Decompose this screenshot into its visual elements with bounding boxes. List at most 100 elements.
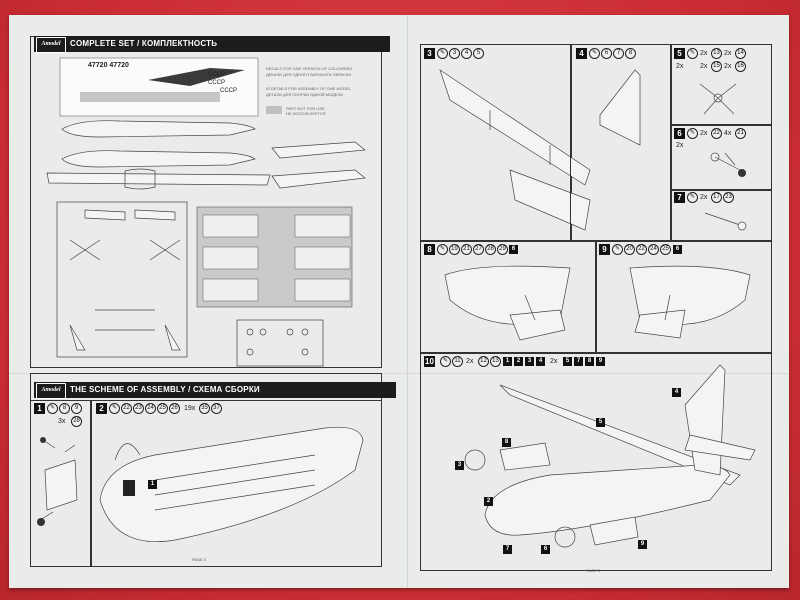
step-9-drawing [629,265,751,339]
step-10-aircraft-drawing [464,364,756,548]
step-7-c: 23 [723,192,734,203]
step-5-l1-a: 2x [700,50,708,57]
step-6-box [670,124,772,191]
step-1-number: 1 [34,403,45,414]
step-1-part-b: 9 [71,403,82,414]
step-5-l2-c: 15 [711,61,722,72]
step-1-qty: 3x [58,418,66,425]
clear-sprue [236,319,324,367]
assembly-title: THE SCHEME OF ASSEMBLY / СХЕМА СБОРКИ [70,385,260,394]
glue-icon-3: ✎ [437,48,448,59]
brand-name: Amodel [41,41,61,47]
step-10-box-4: 4 [536,357,545,366]
step-7-b: 17 [711,192,722,203]
step-7-drawing [704,212,747,231]
step-1-part-a: 8 [59,403,70,414]
step-2-part-a: 22 [121,403,132,414]
legend-line-1: DECALS FOR ONE VERSION OF COLOURING [266,66,353,71]
step-4-box [570,44,672,242]
legend-line-5: PART NOT FOR USE [286,106,325,111]
step-10-qty-b: 2x [550,358,558,365]
step-10-box-5: 5 [563,357,572,366]
step-3-number: 3 [424,48,435,59]
step-5-propeller-drawing [699,83,737,115]
legend-line-6: НЕ ИСПОЛЬЗУЕТСЯ [286,111,326,116]
assembly-header: THE SCHEME OF ASSEMBLY / СХЕМА СБОРКИ [34,382,396,398]
step-10-box [420,352,772,571]
glue-icon-7: ✎ [687,192,698,203]
center-fold [407,15,409,588]
glue-icon-5: ✎ [687,48,698,59]
legend-grey-swatch [266,106,282,114]
step-3-box [420,44,572,242]
step-10-callout-3: 2 [484,497,493,506]
page-2-label: PAGE 2 [192,557,207,562]
legend-line-4: ДЕТАЛИ ДЛЯ СБОРКИ ОДНОЙ МОДЕЛИ [266,92,343,97]
step-6-l1-a: 2x [700,130,708,137]
step-9-part-b: 22 [636,244,647,255]
step-2-part-c: 24 [145,403,156,414]
sprue-left [56,201,188,358]
page-3-label: PAGE 3 [586,568,601,573]
step-3-part-c: 5 [473,48,484,59]
brand-name-2: Amodel [41,387,61,393]
complete-set-title: COMPLETE SET / КОМПЛЕКТНОСТЬ [70,39,218,48]
step-8-part-e: 29 [497,244,508,255]
step-2-part-e: 26 [169,403,180,414]
step-10-callout-6: 7 [503,545,512,554]
step-4-part-a: 6 [601,48,612,59]
step-10-callout-7: 6 [541,545,550,554]
step-5-box [670,44,772,126]
step-10-box-3: 3 [525,357,534,366]
step-2-callout: 1 [148,480,157,489]
step-5-l2-b: 2x [700,63,708,70]
step-4-number: 4 [576,48,587,59]
step-9-part-c: 24 [648,244,659,255]
step-1-drawing [37,437,78,526]
step-2-part-b: 23 [133,403,144,414]
glue-icon-4: ✎ [589,48,600,59]
step-10-part-a: 11 [452,356,463,367]
step-1-qty-part: 28 [71,416,82,427]
step-5-l2-d: 2x [724,63,732,70]
step-10-qty-a: 2x [466,358,474,365]
tail-parts [271,141,366,189]
step-4-part-c: 8 [625,48,636,59]
sprue-right [196,206,353,308]
step-8-drawing [444,265,571,341]
step-10-box-2: 2 [514,357,523,366]
decal-registration: 47720 47720 [88,62,129,69]
step-10-callout-4: 5 [596,418,605,427]
step-10-box-7: 8 [585,357,594,366]
glue-icon-6: ✎ [687,128,698,139]
step-10-callout-5: 8 [502,438,511,447]
glue-icon-9: ✎ [612,244,623,255]
step-8-part-a: 19 [449,244,460,255]
step-6-l1-d: 21 [735,128,746,139]
step-5-l1-d: 14 [735,48,746,59]
step-5-l1-b: 13 [711,48,722,59]
step-10-box-8: 9 [596,357,605,366]
horizontal-fold [9,373,789,374]
step-8-part-b: 21 [461,244,472,255]
step-2-part-d: 25 [157,403,168,414]
step-6-gear-drawing [710,152,746,177]
step-6-number: 6 [674,128,685,139]
step-9-part-d: 25 [660,244,671,255]
wing-part [46,168,271,190]
step-4-part-b: 7 [613,48,624,59]
step-10-number: 10 [424,356,435,367]
legend-line-2: ДЕКАЛИ ДЛЯ ОДНОГО ВАРИАНТА ОКРАСКИ [266,72,352,77]
step-7-box [670,189,772,242]
decal-cccp-3: СССР [220,88,238,94]
step-3-part-b: 4 [461,48,472,59]
step-8-number: 8 [424,244,435,255]
step-2-qty-part-b: 37 [211,403,222,414]
step-7-a: 2x [700,194,708,201]
step-5-l2-e: 16 [735,61,746,72]
step-10-callout-2: 3 [455,461,464,470]
step-8-part-c: 27 [473,244,484,255]
step-2-qty: 19x [184,405,196,412]
step-5-l1-c: 2x [724,50,732,57]
step-9-number: 9 [599,244,610,255]
